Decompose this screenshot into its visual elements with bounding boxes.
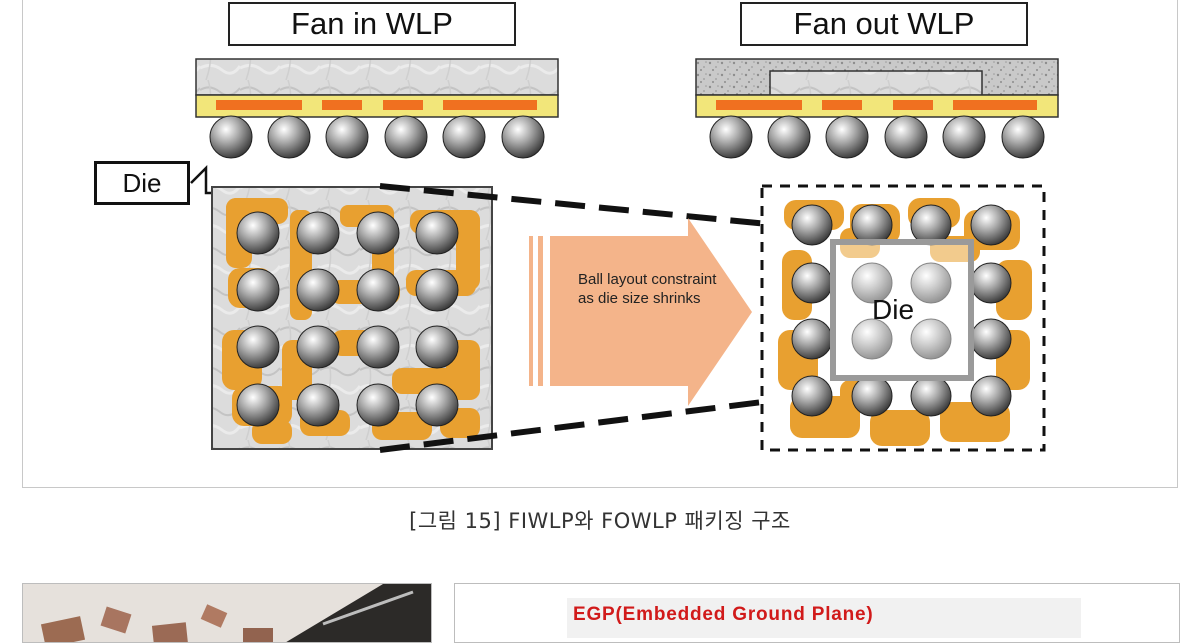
die-label: Die (94, 161, 190, 205)
fan-out-die-outline (830, 239, 974, 381)
wlp-diagram (190, 58, 1059, 453)
photo-panel (22, 583, 432, 643)
shrink-arrow (529, 218, 752, 406)
fan-out-title: Fan out WLP (740, 2, 1028, 46)
fan-out-solder-balls (709, 115, 1045, 159)
egp-panel: EGP(Embedded Ground Plane) (454, 583, 1180, 643)
fan-in-ball-array (236, 211, 459, 427)
fan-out-top-view (760, 184, 1046, 452)
fan-out-package (695, 58, 1059, 159)
figure-caption: [그림 15] FIWLP와 FOWLP 패키징 구조 (409, 509, 791, 533)
fan-in-solder-balls (209, 115, 545, 159)
fan-out-embedded-die (769, 70, 983, 96)
fan-in-package (195, 58, 559, 159)
arrow-text: Ball layout constraint as die size shrin… (578, 271, 717, 307)
fan-out-ball-array (791, 204, 1012, 417)
fan-out-die-label: Die (872, 294, 915, 325)
fan-in-top-view (211, 186, 493, 450)
fan-in-title: Fan in WLP (228, 2, 516, 46)
egp-title: EGP(Embedded Ground Plane) (573, 604, 874, 625)
photo-illustration (23, 584, 431, 642)
fan-in-die-body (195, 58, 559, 96)
